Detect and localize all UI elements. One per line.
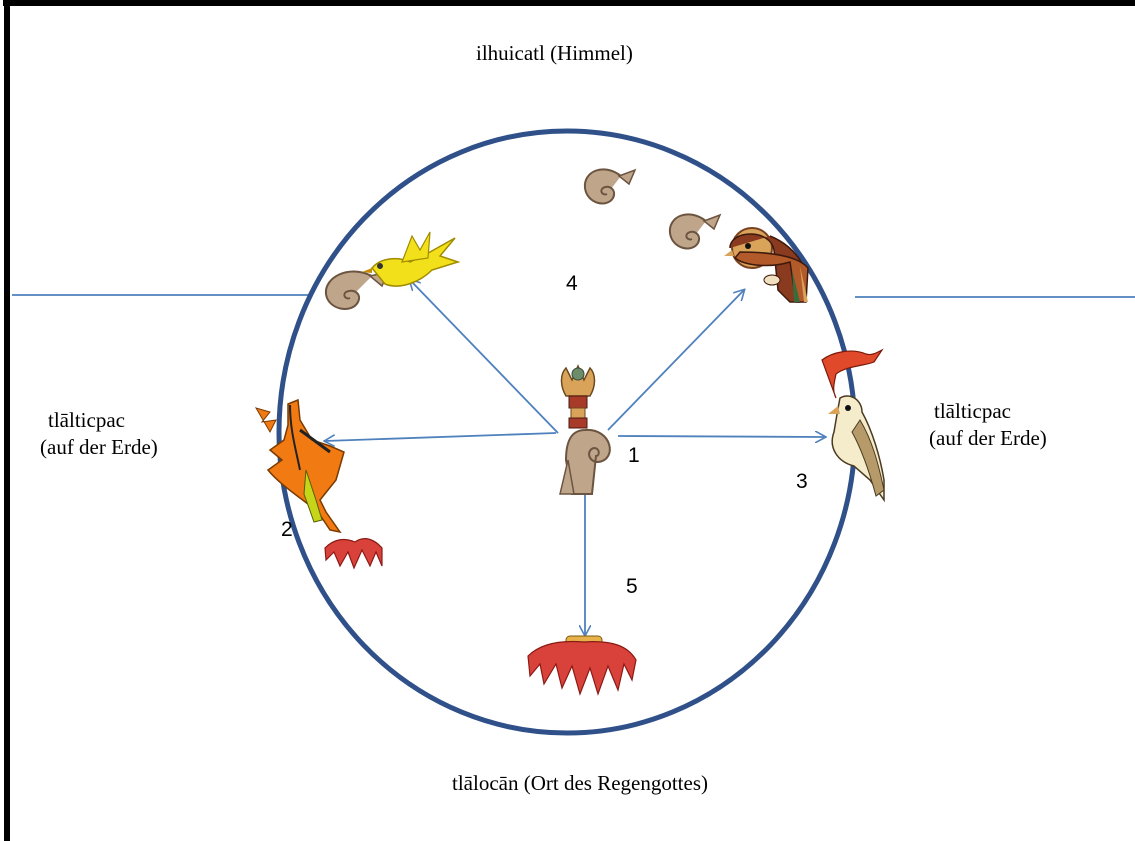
orange-bird-icon — [256, 400, 344, 532]
red-coral-icon — [528, 636, 636, 694]
bottom-label-tlalocan: tlālocān (Ort des Regengottes) — [452, 770, 708, 796]
number-1: 1 — [628, 444, 640, 468]
arrow-to-quetzal — [608, 290, 744, 430]
top-label-heaven: ilhuicatl (Himmel) — [476, 40, 633, 66]
arrow-to-orange-bird — [325, 433, 556, 441]
speech-scroll-icon — [585, 169, 635, 203]
number-2: 2 — [281, 518, 293, 542]
left-label-line2: (auf der Erde) — [40, 434, 158, 460]
red-coral-icon — [325, 539, 382, 568]
number-4: 4 — [566, 272, 578, 296]
quetzal-bird-icon — [724, 228, 808, 302]
left-label-line1: tlālticpac — [48, 407, 125, 433]
arrow-to-yellow-bird — [410, 280, 558, 433]
arrow-to-cream-bird — [618, 436, 825, 437]
number-5: 5 — [626, 575, 638, 599]
speech-scroll-icon — [670, 214, 720, 248]
world-tree-icon — [560, 366, 610, 494]
right-label-line1: tlālticpac — [934, 398, 1011, 424]
number-3: 3 — [796, 470, 808, 494]
right-label-line2: (auf der Erde) — [929, 425, 1047, 451]
